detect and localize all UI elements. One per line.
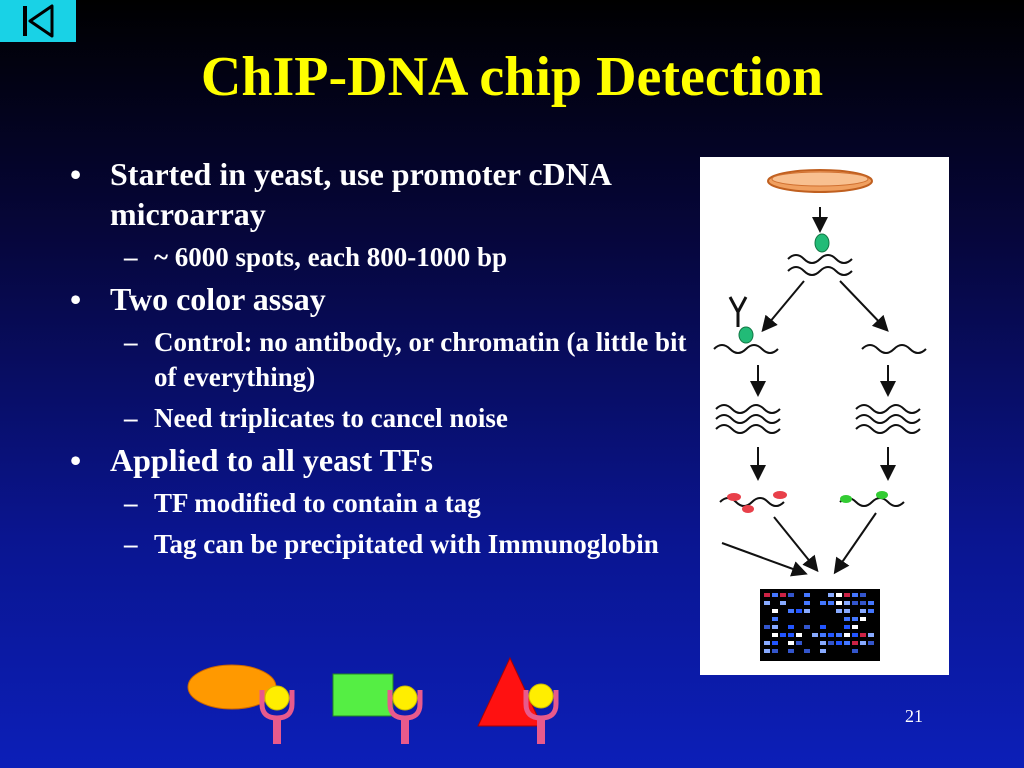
antibody-icon [523, 690, 559, 744]
arrow-converge-icon [833, 512, 877, 575]
bullet-text: Two color assay [110, 281, 326, 317]
arrow-converge-icon [721, 542, 808, 577]
sub-bullet-item: – ~ 6000 spots, each 800-1000 bp [70, 240, 690, 275]
dna-strand-icon [713, 344, 779, 354]
dna-strand-icon [861, 344, 927, 354]
sub-bullet-text: Control: no antibody, or chromatin (a li… [154, 327, 687, 392]
arrow-left-icon [761, 280, 805, 333]
arrow-converge-icon [773, 516, 819, 573]
bullet-marker: • [70, 281, 82, 317]
bullet-list: • Started in yeast, use promoter cDNA mi… [70, 150, 690, 562]
protein-icon [814, 233, 830, 253]
antibody-icon [387, 690, 423, 744]
bullet-item: • Started in yeast, use promoter cDNA mi… [70, 154, 690, 234]
tag-icon [528, 683, 554, 709]
sub-bullet-text: ~ 6000 spots, each 800-1000 bp [154, 242, 508, 272]
bullet-text: Started in yeast, use promoter cDNA micr… [110, 156, 611, 232]
slide-title: ChIP-DNA chip Detection [200, 46, 824, 108]
bullet-item: • Applied to all yeast TFs [70, 440, 690, 480]
page-number: 21 [905, 706, 923, 726]
dash-marker: – [124, 488, 138, 518]
sub-bullet-item: – Tag can be precipitated with Immunoglo… [70, 527, 690, 562]
bullet-item: • Two color assay [70, 279, 690, 319]
red-label-icon [742, 505, 754, 513]
dash-marker: – [124, 403, 138, 433]
dash-marker: – [124, 242, 138, 272]
bullet-text: Applied to all yeast TFs [110, 442, 433, 478]
sub-bullet-text: Need triplicates to cancel noise [154, 403, 508, 433]
dash-marker: – [124, 529, 138, 559]
petri-dish-icon [767, 169, 873, 193]
arrow-right-icon [839, 280, 889, 332]
dash-marker: – [124, 327, 138, 357]
green-label-icon [840, 495, 852, 503]
dna-protein-icon [787, 254, 853, 276]
bullet-marker: • [70, 156, 82, 192]
green-square-icon [332, 673, 394, 717]
skip-back-icon [23, 4, 54, 38]
sub-bullet-text: TF modified to contain a tag [154, 488, 481, 518]
sub-bullet-item: – TF modified to contain a tag [70, 486, 690, 521]
sub-bullet-item: – Need triplicates to cancel noise [70, 401, 690, 436]
antibody-icon [259, 690, 295, 744]
sub-bullet-item: – Control: no antibody, or chromatin (a … [70, 325, 690, 395]
tag-icon [264, 685, 290, 711]
microarray-icon [760, 589, 880, 661]
sub-bullet-text: Tag can be precipitated with Immunoglobi… [154, 529, 659, 559]
antibody-icon [728, 296, 748, 327]
amplified-dna-icon [855, 404, 921, 434]
bullet-marker: • [70, 442, 82, 478]
amplified-dna-icon [715, 404, 781, 434]
green-label-icon [876, 491, 888, 499]
chip-workflow-figure [700, 157, 949, 675]
tagged-antibodies-illustration [187, 656, 559, 744]
tag-icon [392, 685, 418, 711]
chip-workflow-diagram [713, 169, 927, 661]
red-label-icon [727, 493, 741, 501]
protein-icon [738, 326, 754, 344]
red-label-icon [773, 491, 787, 499]
nav-back-button[interactable] [0, 0, 76, 42]
